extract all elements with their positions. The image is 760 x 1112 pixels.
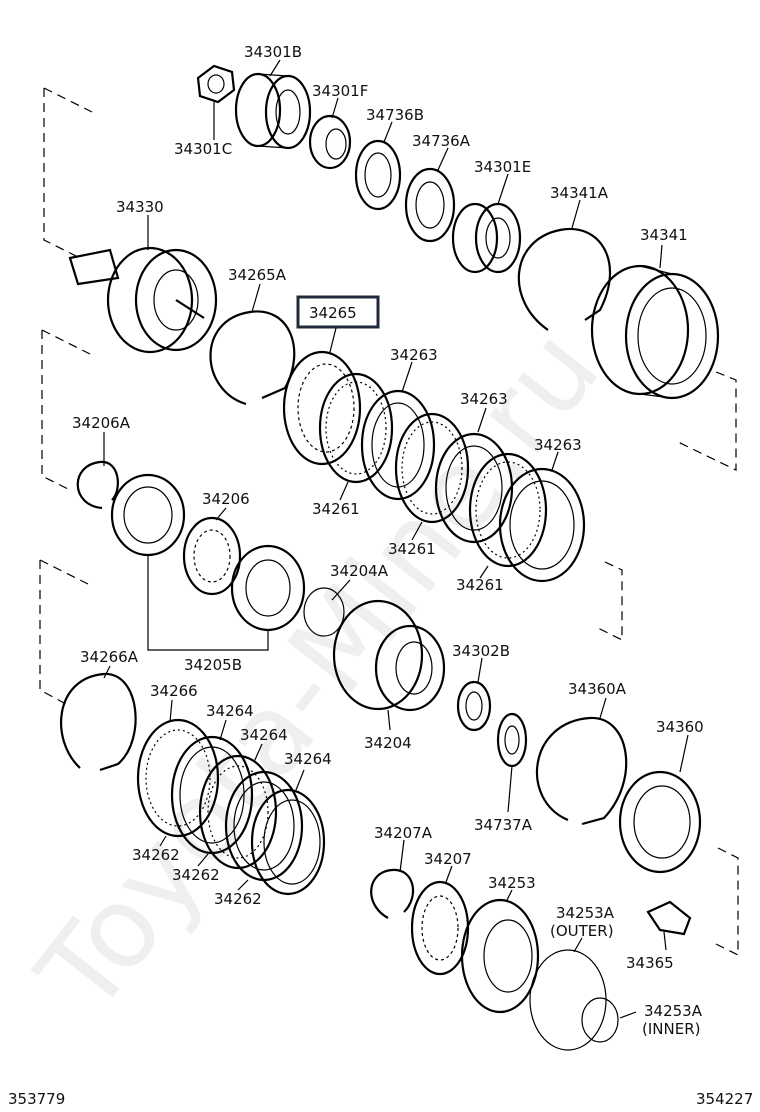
label-34261-a[interactable]: 34261 — [312, 500, 360, 518]
bearing-34301E[interactable] — [451, 202, 522, 274]
piston-34253[interactable] — [460, 898, 540, 1014]
snap-ring-34207A[interactable] — [370, 868, 414, 919]
label-34360[interactable]: 34360 — [656, 718, 704, 736]
label-34302B[interactable]: 34302B — [452, 642, 510, 660]
label-34266A[interactable]: 34266A — [80, 648, 139, 666]
washer-34737A[interactable] — [496, 712, 528, 768]
disc-34261-b[interactable] — [394, 412, 470, 524]
spring-retainer-34206[interactable] — [182, 516, 242, 596]
washer-34736B[interactable] — [354, 139, 402, 211]
label-34264-b[interactable]: 34264 — [240, 726, 288, 744]
piston-34205B[interactable] — [110, 473, 186, 557]
label-34262-c[interactable]: 34262 — [214, 890, 262, 908]
o-ring-34253A-inner[interactable] — [581, 997, 619, 1043]
disc-34262-c[interactable] — [250, 788, 326, 896]
label-34263-b[interactable]: 34263 — [460, 390, 508, 408]
label-34365[interactable]: 34365 — [626, 954, 674, 972]
label-34263-c[interactable]: 34263 — [534, 436, 582, 454]
label-34204[interactable]: 34204 — [364, 734, 412, 752]
label-34253A-outer[interactable]: 34253A — [556, 904, 615, 922]
clip-34365[interactable] — [646, 900, 692, 936]
o-ring-34253A-outer[interactable] — [529, 949, 607, 1051]
o-ring-34204A[interactable] — [303, 587, 345, 637]
label-34341A[interactable]: 34341A — [550, 184, 609, 202]
label-34262-b[interactable]: 34262 — [172, 866, 220, 884]
label-34264-a[interactable]: 34264 — [206, 702, 254, 720]
bracket-34205B — [147, 556, 269, 651]
gear-hub-34204[interactable] — [332, 599, 446, 712]
label-34266[interactable]: 34266 — [150, 682, 198, 700]
seal-34205B[interactable] — [230, 544, 306, 632]
label-34330[interactable]: 34330 — [116, 198, 164, 216]
disc-34261-c[interactable] — [468, 452, 548, 568]
label-34265A[interactable]: 34265A — [228, 266, 287, 284]
label-34253A-inner[interactable]: 34253A — [644, 1002, 703, 1020]
snap-ring-34265A[interactable] — [209, 310, 296, 406]
label-34204A[interactable]: 34204A — [330, 562, 389, 580]
disc-34262-b[interactable] — [198, 754, 278, 870]
label-inner-note: (INNER) — [642, 1020, 700, 1038]
plate-34265[interactable] — [282, 350, 362, 466]
label-34205B[interactable]: 34205B — [184, 656, 242, 674]
drum-34341[interactable] — [590, 264, 720, 400]
label-34341[interactable]: 34341 — [640, 226, 688, 244]
snap-ring-34206A[interactable] — [76, 460, 119, 510]
label-34263-a[interactable]: 34263 — [390, 346, 438, 364]
bearing-34302B[interactable] — [456, 680, 492, 732]
label-34736B[interactable]: 34736B — [366, 106, 424, 124]
label-34207A[interactable]: 34207A — [374, 824, 433, 842]
label-34737A[interactable]: 34737A — [474, 816, 533, 834]
label-34301E[interactable]: 34301E — [474, 158, 531, 176]
disc-34261-a[interactable] — [318, 372, 394, 484]
label-34360A[interactable]: 34360A — [568, 680, 627, 698]
label-34736A[interactable]: 34736A — [412, 132, 471, 150]
label-34265[interactable]: 34265 — [309, 304, 357, 322]
bearing-race-34301B[interactable] — [234, 72, 312, 150]
label-34262-a[interactable]: 34262 — [132, 846, 180, 864]
footer-left-code: 353779 — [8, 1090, 65, 1108]
dashed-guides — [39, 87, 739, 956]
label-34253[interactable]: 34253 — [488, 874, 536, 892]
label-34206[interactable]: 34206 — [202, 490, 250, 508]
plate-34263-c[interactable] — [498, 467, 586, 583]
label-34207[interactable]: 34207 — [424, 850, 472, 868]
snap-ring-34341A[interactable] — [517, 227, 612, 331]
label-outer-note: (OUTER) — [550, 922, 614, 940]
planetary-carrier-34330[interactable] — [68, 246, 218, 354]
label-34301B[interactable]: 34301B — [244, 43, 302, 61]
label-34301C[interactable]: 34301C — [174, 140, 232, 158]
spring-retainer-34207[interactable] — [410, 880, 470, 976]
label-34261-c[interactable]: 34261 — [456, 576, 504, 594]
drum-34360[interactable] — [618, 770, 702, 874]
snap-ring-34266A[interactable] — [60, 672, 137, 772]
washer-34736A[interactable] — [404, 167, 456, 243]
label-34206A[interactable]: 34206A — [72, 414, 131, 432]
leader-lines — [103, 59, 689, 1019]
label-34301F[interactable]: 34301F — [312, 82, 368, 100]
label-34261-b[interactable]: 34261 — [388, 540, 436, 558]
footer-right-code: 354227 — [696, 1090, 753, 1108]
snap-ring-34360A[interactable] — [535, 716, 628, 826]
part-labels: 34301B 34301F 34301C 34736B 34736A 34301… — [8, 43, 753, 1108]
highlight-box-34265 — [296, 295, 380, 329]
nut-34301C[interactable] — [196, 64, 236, 104]
label-34264-c[interactable]: 34264 — [284, 750, 332, 768]
plate-34263-b[interactable] — [434, 432, 514, 544]
bearing-34301F[interactable] — [308, 114, 352, 170]
